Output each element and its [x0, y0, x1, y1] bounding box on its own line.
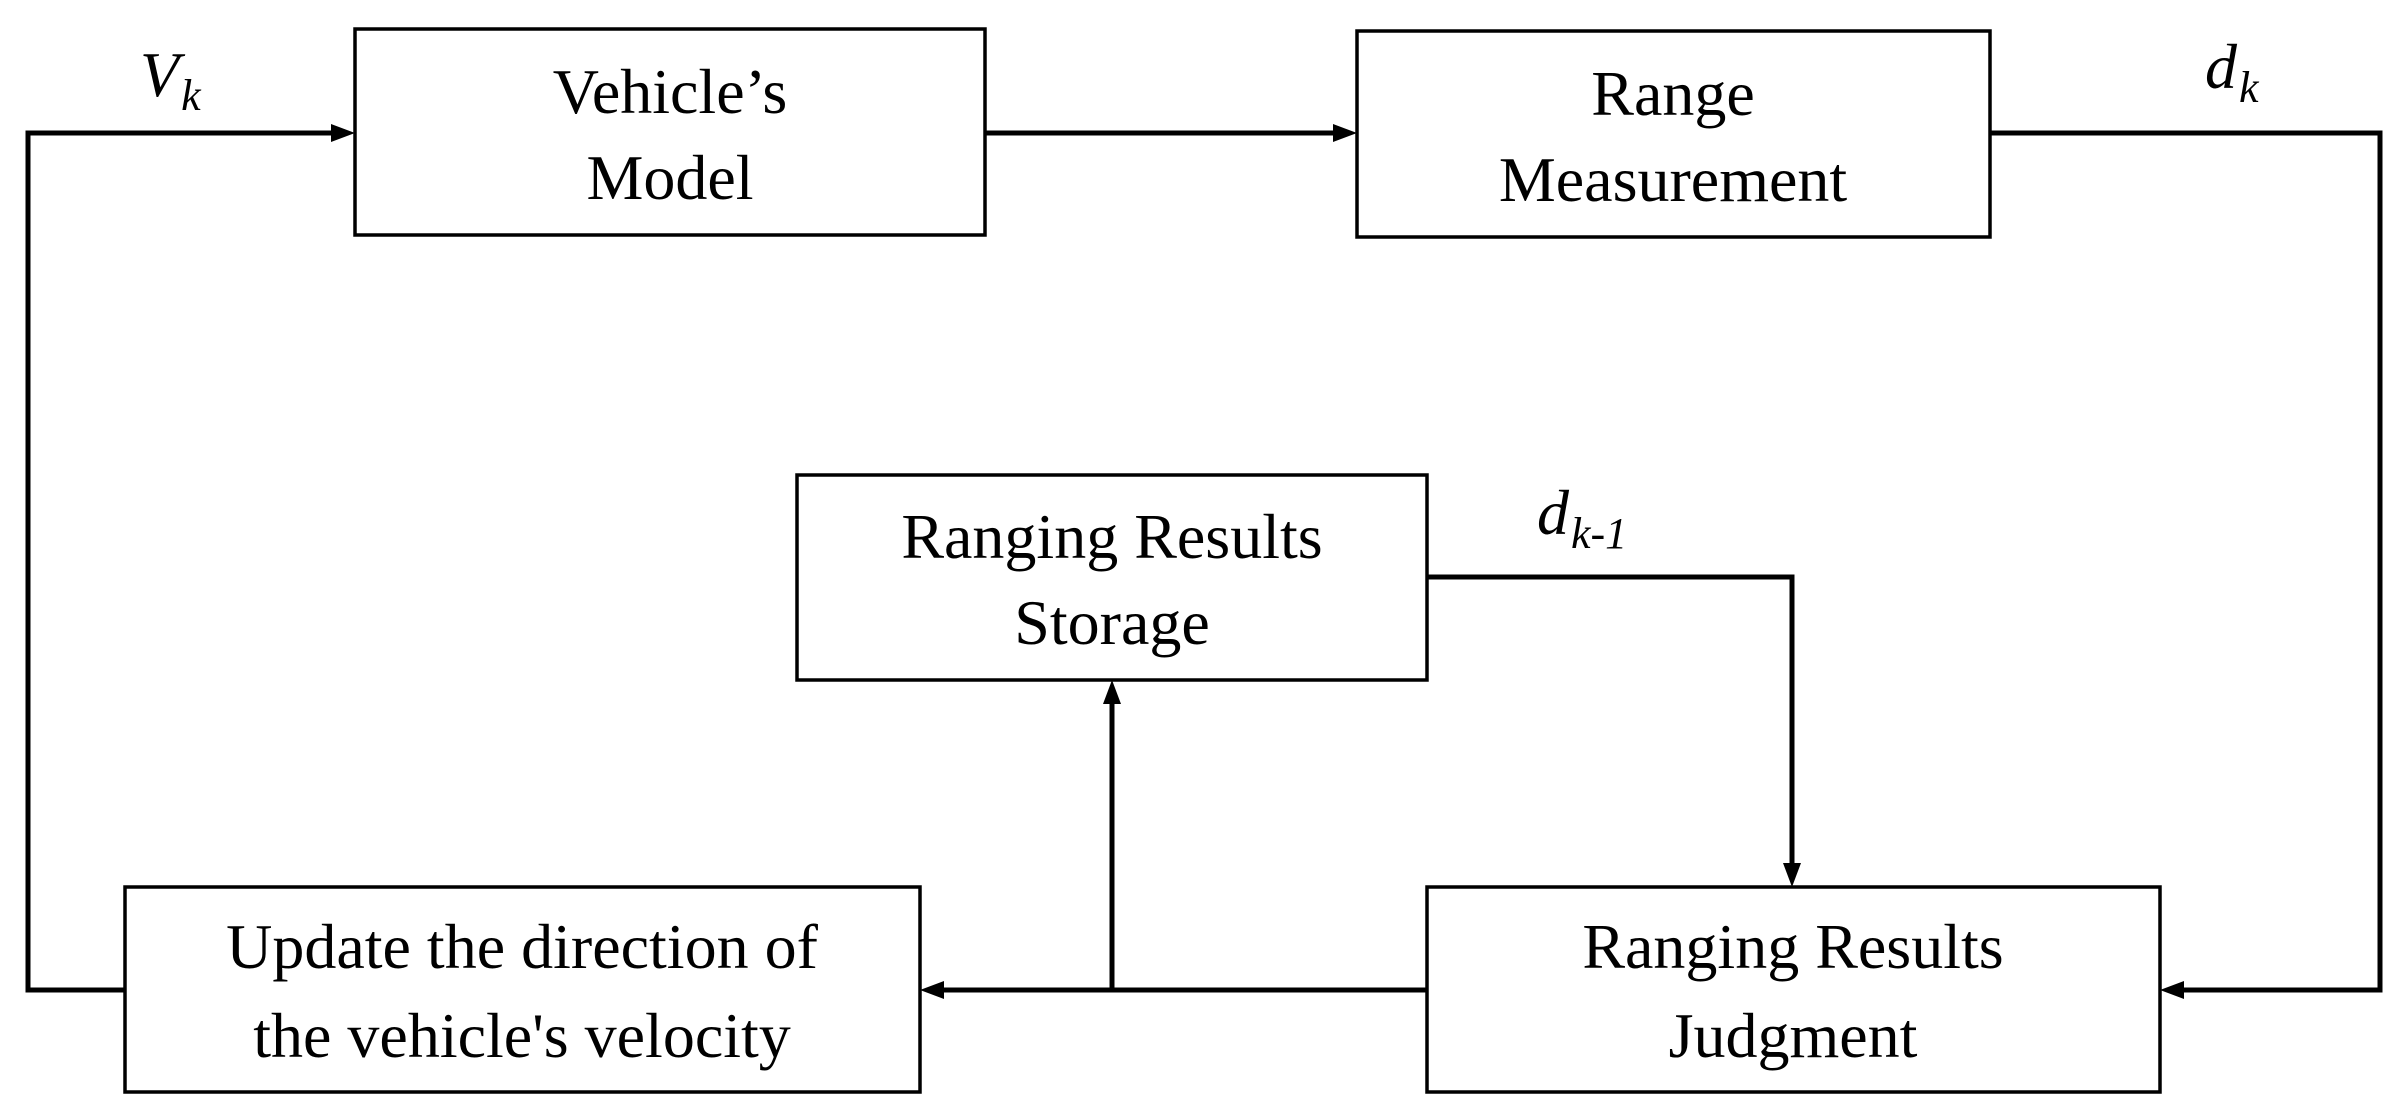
label-d-k: dk	[2205, 31, 2260, 112]
ranging-judgment-line2: Judgment	[1669, 1000, 1918, 1071]
label-d-k-minus-1: dk-1	[1537, 477, 1627, 558]
ranging-judgment-box	[1425, 885, 2162, 1094]
range-measurement-box	[1355, 29, 1992, 239]
node-ranging-storage: Ranging Results Storage	[795, 473, 1429, 682]
label-d-k-minus-1-sub: k-1	[1571, 509, 1627, 558]
update-velocity-line1: Update the direction of	[226, 911, 818, 982]
update-velocity-box	[123, 885, 922, 1094]
edge-measurement-to-judgment	[1990, 130, 2383, 993]
node-vehicle-model: Vehicle’s Model	[353, 27, 987, 237]
arrowhead-storage-to-judgment	[1783, 863, 1801, 887]
edge-storage-to-judgment	[1427, 574, 1795, 865]
range-measurement-line2: Measurement	[1499, 144, 1848, 215]
ranging-storage-line1: Ranging Results	[901, 501, 1322, 572]
vehicle-model-line2: Model	[586, 142, 753, 213]
label-d-k-minus-1-main: d	[1537, 477, 1570, 548]
label-v-k: Vk	[140, 39, 202, 120]
ranging-judgment-line1: Ranging Results	[1582, 911, 2003, 982]
label-d-k-main: d	[2205, 31, 2238, 102]
vehicle-model-box	[353, 27, 987, 237]
edge-update-to-model	[25, 130, 333, 993]
vehicle-model-line1: Vehicle’s	[553, 56, 788, 127]
label-v-k-sub: k	[181, 71, 202, 120]
range-measurement-line1: Range	[1591, 58, 1755, 129]
label-v-k-main: V	[140, 39, 186, 110]
ranging-storage-box	[795, 473, 1429, 682]
label-d-k-sub: k	[2239, 63, 2260, 112]
arrowhead-junction-to-storage	[1103, 680, 1121, 704]
ranging-storage-line2: Storage	[1014, 587, 1210, 658]
node-ranging-judgment: Ranging Results Judgment	[1425, 885, 2162, 1094]
node-range-measurement: Range Measurement	[1355, 29, 1992, 239]
arrowhead-model-to-measurement	[1333, 124, 1357, 142]
arrowhead-judgment-to-update	[920, 981, 944, 999]
update-velocity-line2: the vehicle's velocity	[253, 1000, 791, 1071]
arrowhead-measurement-to-judgment	[2160, 981, 2184, 999]
arrowhead-update-to-model	[331, 124, 355, 142]
node-update-velocity: Update the direction of the vehicle's ve…	[123, 885, 922, 1094]
